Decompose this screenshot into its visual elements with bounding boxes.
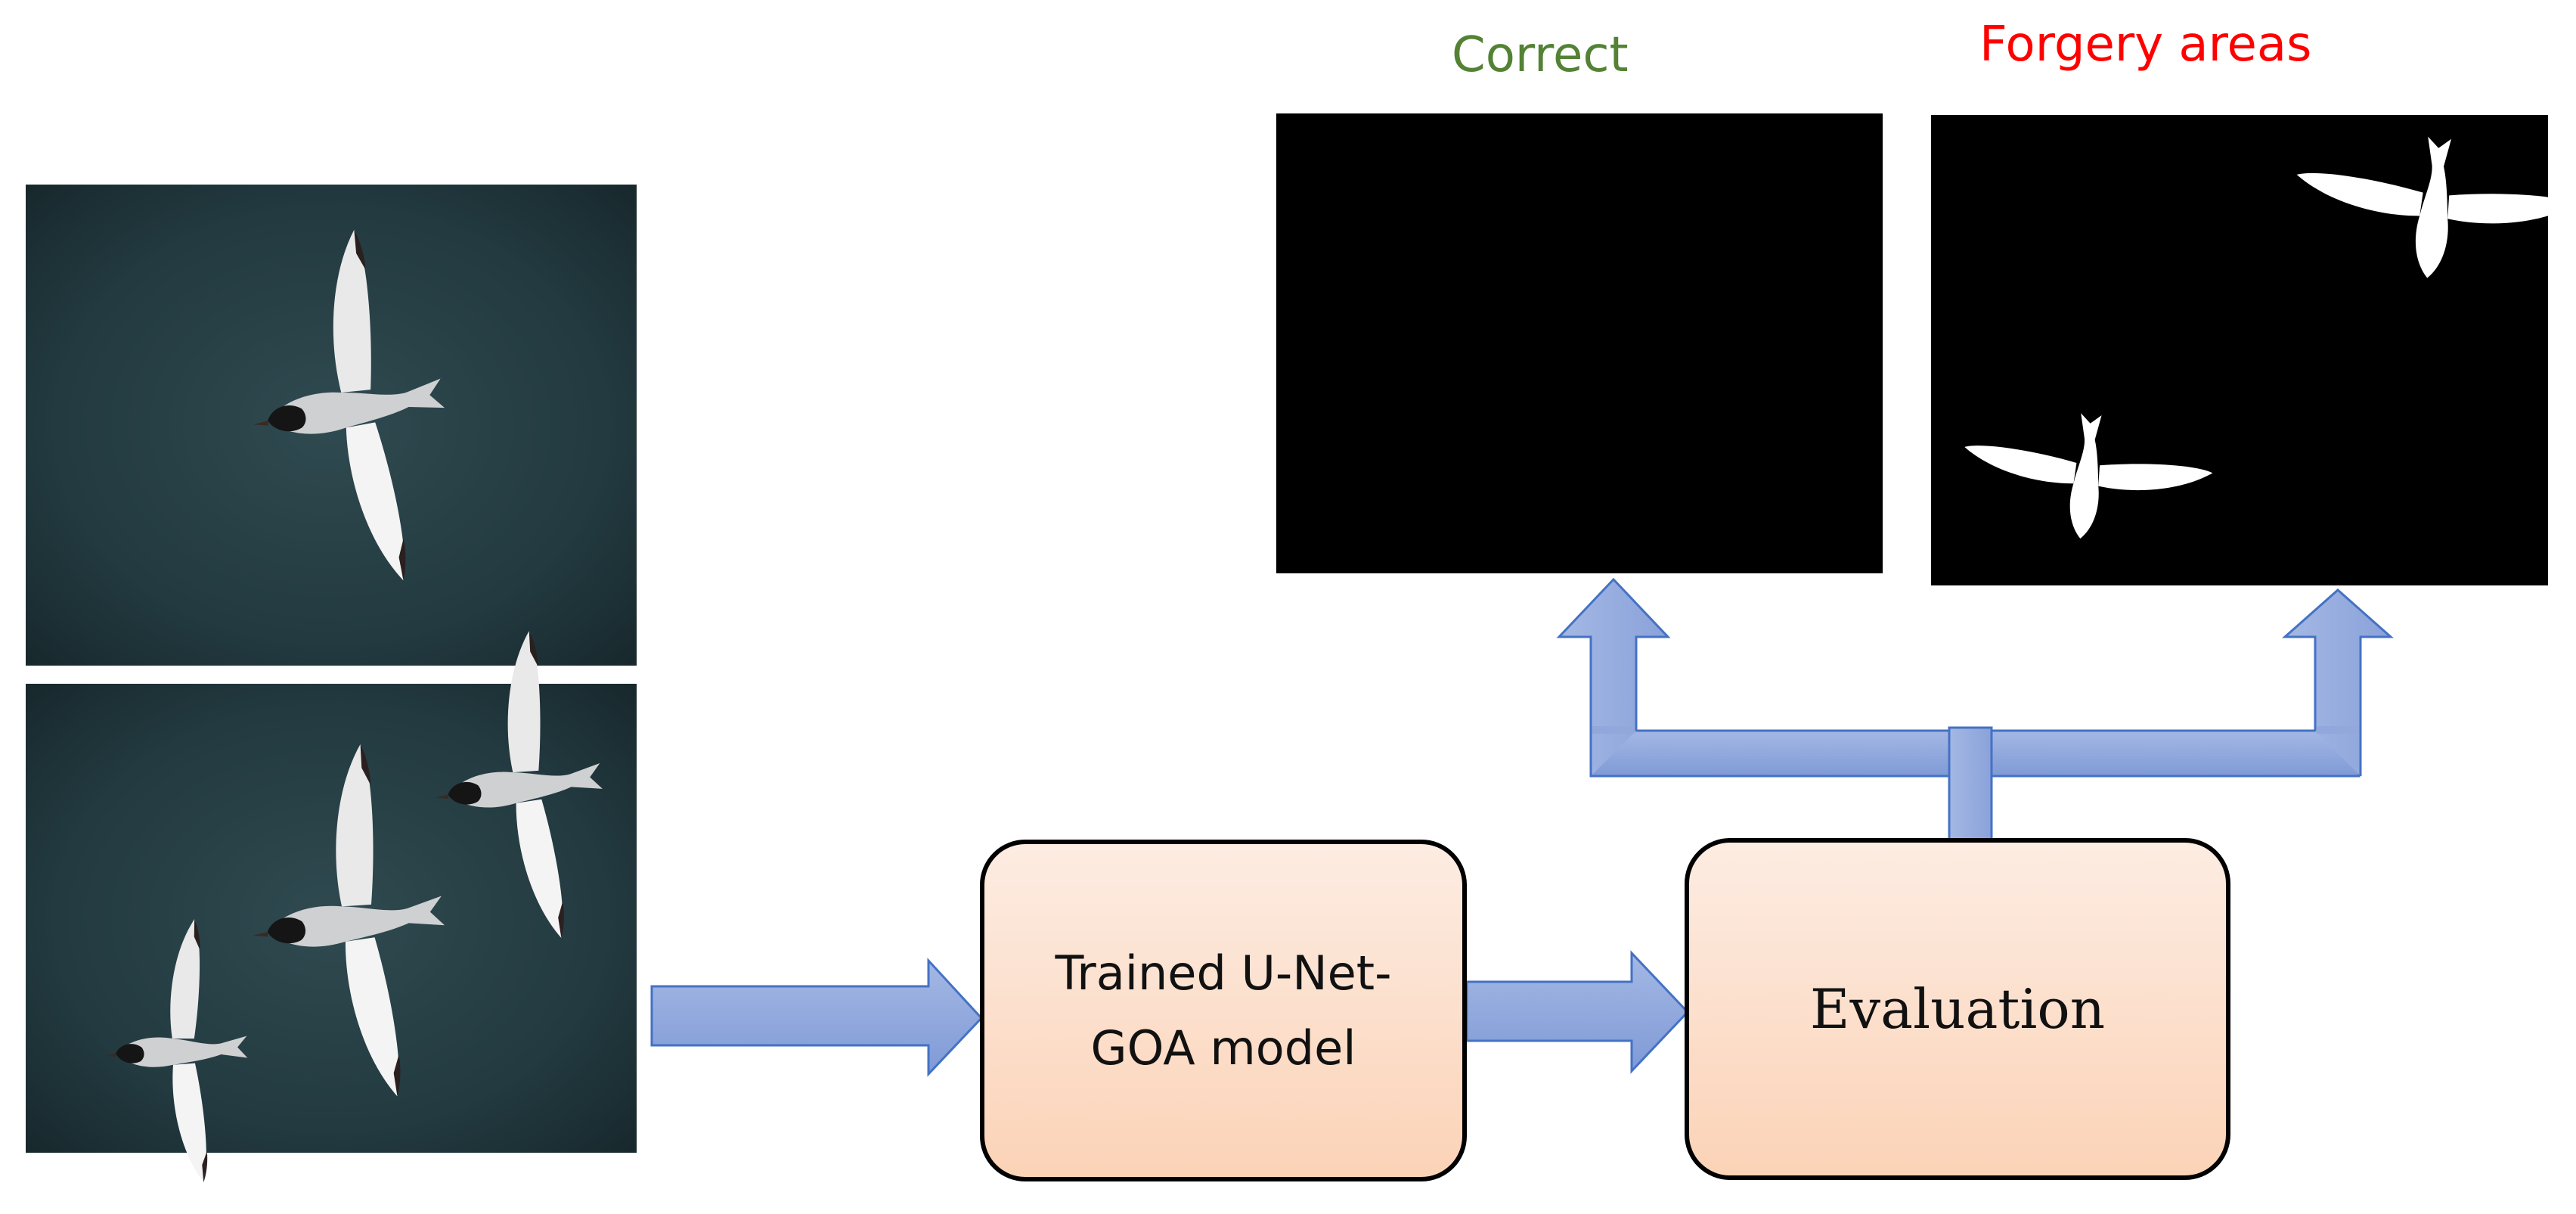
correct-label: Correct: [1452, 27, 1629, 83]
input-to-model-arrow: [650, 958, 984, 1077]
forgery-areas-label: Forgery areas: [1979, 17, 2312, 73]
correct-mask: [1276, 113, 1883, 573]
evaluation-fork-arrow: [1556, 577, 2394, 841]
evaluation-box: Evaluation: [1685, 838, 2230, 1180]
bird-photo-forged: [26, 625, 637, 1186]
bird-photo-original: [26, 185, 637, 666]
forgery-mask: [1931, 115, 2576, 585]
unet-goa-model-label: Trained U-Net-GOA model: [1055, 945, 1392, 1076]
unet-goa-model-box: Trained U-Net-GOA model: [980, 840, 1467, 1181]
evaluation-label: Evaluation: [1809, 977, 2106, 1041]
model-to-evaluation-arrow: [1465, 950, 1690, 1074]
